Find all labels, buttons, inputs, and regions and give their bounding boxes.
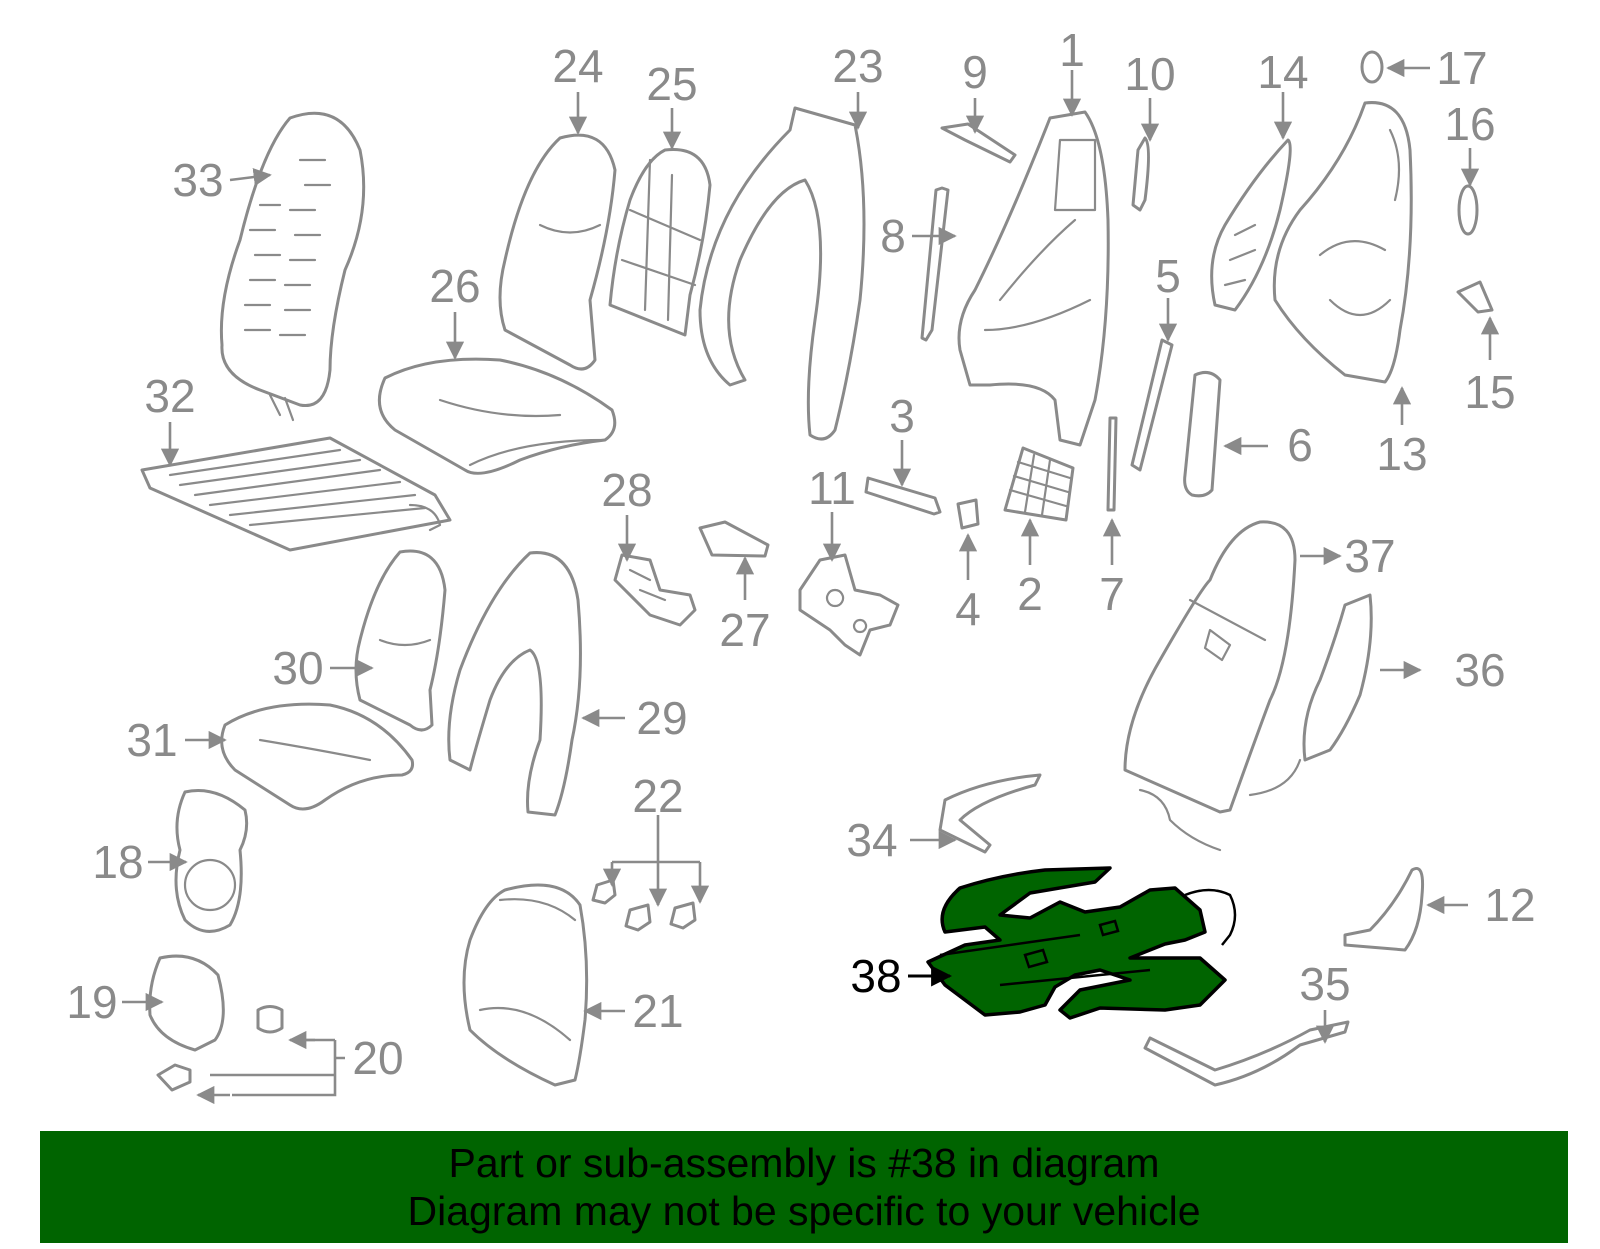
part-38-seat-heater-highlighted (926, 866, 1237, 1020)
part-13-backrest-shell (1272, 101, 1413, 384)
callout-22: 22 (632, 770, 683, 822)
leader-lines (122, 58, 1500, 1105)
callout-4: 4 (955, 583, 981, 635)
part-34-trim (938, 773, 1042, 854)
callout-8: 8 (880, 210, 906, 262)
part-29-backrest-trim (447, 551, 582, 817)
callout-33: 33 (172, 154, 223, 206)
part-31-seat-cover (220, 702, 414, 811)
part-22-clips (591, 878, 697, 932)
callout-1: 1 (1059, 24, 1085, 76)
callout-20: 20 (352, 1032, 403, 1084)
part-27-bracket (698, 520, 770, 558)
part-20-hardware (156, 1005, 284, 1092)
part-5-side-strip (1130, 338, 1174, 472)
part-11-mechanism (798, 553, 900, 657)
callout-10: 10 (1124, 48, 1175, 100)
part-1-backrest-frame (957, 110, 1110, 447)
part-25-backrest-panel (608, 147, 712, 337)
callout-2: 2 (1017, 568, 1043, 620)
banner-line-disclaimer: Diagram may not be specific to your vehi… (407, 1188, 1201, 1234)
part-30-backrest-cover (354, 549, 447, 732)
callout-12: 12 (1484, 879, 1535, 931)
callout-9: 9 (962, 46, 988, 98)
info-banner: Part or sub-assembly is #38 in diagram D… (40, 1131, 1568, 1243)
part-37-backrest-shell (1123, 520, 1297, 814)
part-28-mechanism (613, 553, 697, 627)
part-2-grille (1003, 446, 1075, 522)
callout-31: 31 (126, 714, 177, 766)
callout-27: 27 (719, 604, 770, 656)
callout-14: 14 (1257, 46, 1308, 98)
part-9-clip (940, 122, 1017, 164)
callout-16: 16 (1444, 98, 1495, 150)
part-14-side-trim (1210, 138, 1292, 312)
callout-35: 35 (1299, 958, 1350, 1010)
callout-15: 15 (1464, 366, 1515, 418)
callout-38-highlighted: 38 (850, 950, 901, 1002)
callout-3: 3 (889, 390, 915, 442)
part-21-backrest-frame (462, 883, 589, 1087)
banner-line-part-number: Part or sub-assembly is #38 in diagram (448, 1140, 1160, 1186)
part-18-speaker-housing (174, 788, 249, 933)
callout-37: 37 (1344, 530, 1395, 582)
part-33-backrest-spring-mat (219, 111, 366, 422)
callout-32: 32 (144, 370, 195, 422)
callout-5: 5 (1155, 250, 1181, 302)
part-15-clip (1456, 280, 1494, 314)
part-23-backrest-trim (698, 106, 866, 441)
callout-34: 34 (846, 814, 897, 866)
part-6-pad (1183, 370, 1222, 498)
part-17-ring (1360, 50, 1384, 84)
part-8-rod (920, 186, 950, 342)
callout-36: 36 (1454, 644, 1505, 696)
part-35-rail-trim (1143, 1020, 1350, 1087)
part-4-bracket (956, 498, 980, 530)
callout-19: 19 (66, 976, 117, 1028)
callout-30: 30 (272, 642, 323, 694)
callout-28: 28 (601, 464, 652, 516)
part-32-seat-spring-mat (140, 436, 452, 552)
part-12-trim (1343, 867, 1424, 952)
callout-13: 13 (1376, 428, 1427, 480)
callout-21: 21 (632, 985, 683, 1037)
callout-25: 25 (646, 58, 697, 110)
part-10-rod (1131, 136, 1150, 212)
part-36-side-panel (1248, 593, 1373, 797)
callout-7: 7 (1099, 568, 1125, 620)
part-7-rail (1106, 416, 1118, 512)
callout-labels: 1 2 3 4 5 6 7 8 9 10 11 12 13 14 15 16 1… (66, 24, 1535, 1084)
part-16-cap (1457, 184, 1479, 236)
callout-26: 26 (429, 260, 480, 312)
part-26-seat-cushion (377, 357, 617, 475)
callout-24: 24 (552, 40, 603, 92)
callout-11: 11 (808, 462, 856, 514)
callout-17: 17 (1436, 42, 1487, 94)
part-3-shaft (864, 476, 942, 516)
callout-6: 6 (1287, 419, 1313, 471)
callout-23: 23 (832, 40, 883, 92)
callout-18: 18 (92, 836, 143, 888)
part-24-backrest-cover (498, 133, 617, 371)
part-37-wire (1138, 788, 1222, 852)
callout-29: 29 (636, 692, 687, 744)
